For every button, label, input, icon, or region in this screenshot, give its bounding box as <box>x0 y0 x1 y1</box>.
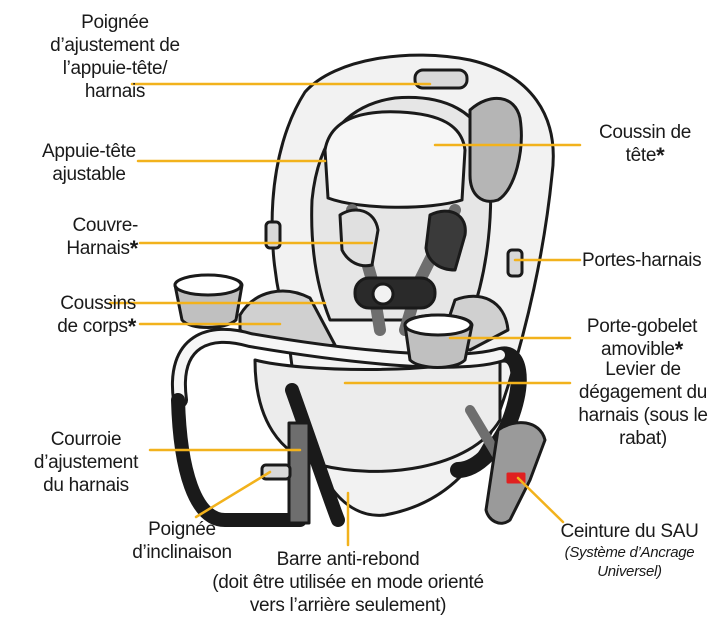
leader-ceinture-sau <box>518 478 563 522</box>
label-coussin-tete: Coussin de tête* <box>580 121 710 167</box>
label-poignee-ajustement: Poignée d’ajustement de l’appuie-tête/ h… <box>20 11 210 103</box>
label-portes-harnais: Portes-harnais <box>582 249 717 272</box>
label-ceinture-sau: Ceinture du SAU (Système d’Ancrage Unive… <box>542 520 717 581</box>
label-appuie-tete: Appuie-tête ajustable <box>14 140 164 186</box>
harness-holder-right <box>508 250 522 276</box>
recline-handle <box>262 465 290 479</box>
chest-clip <box>355 278 435 308</box>
headrest <box>325 112 465 208</box>
label-levier: Levier de dégagement du harnais (sous le… <box>568 358 718 450</box>
label-barre: Barre anti-rebond (doit être utilisée en… <box>198 548 498 617</box>
harness-cover-left <box>340 210 378 266</box>
label-couvre-harnais: Couvre- Harnais* <box>20 214 138 260</box>
leader-poignee-inclinaison <box>196 472 270 517</box>
label-porte-gobelet: Porte-gobelet amovible* <box>572 315 712 361</box>
headrest-handle <box>415 70 467 88</box>
label-coussins-corps: Coussins de corps* <box>10 292 136 338</box>
label-courroie: Courroie d’ajustement du harnais <box>26 428 146 497</box>
harness-adjust-strap <box>289 423 309 523</box>
label-ceinture-sau-note: (Système d’Ancrage Universel) <box>542 543 717 581</box>
